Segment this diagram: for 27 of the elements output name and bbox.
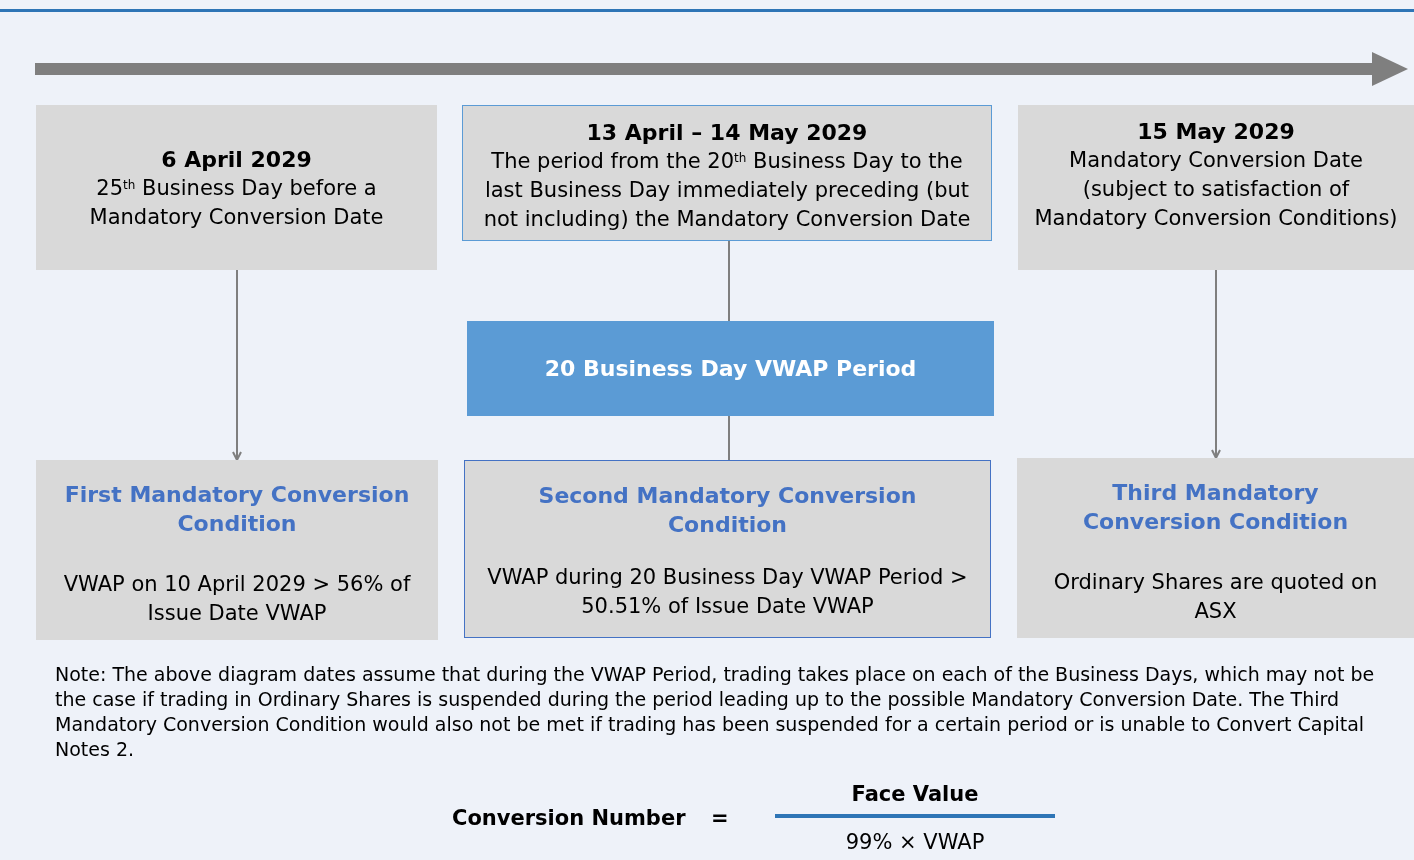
description-text: Mandatory Conversion Date (subject to satisfaction of Mandatory Conversion Conditions) <box>1033 147 1399 232</box>
date-box <box>1018 105 1414 270</box>
condition-box <box>1017 458 1414 638</box>
description-text: Ordinary Shares are quoted on ASX <box>1052 569 1379 625</box>
condition-title: Second Mandatory Conversion Condition <box>537 482 918 539</box>
condition-title: First Mandatory Conversion Condition <box>63 481 411 538</box>
connector-arrow <box>232 269 242 461</box>
box-title: 20 Business Day VWAP Period <box>543 354 918 383</box>
description-text: VWAP on 10 April 2029 > 56% of Issue Date VWAP <box>62 571 412 627</box>
equals-sign: = <box>711 805 729 832</box>
formula-term: Conversion Number <box>452 805 686 832</box>
numerator: Face Value <box>850 781 980 808</box>
connector-arrow <box>1211 269 1221 459</box>
condition-title: Third Mandatory Conversion Condition <box>1081 479 1350 536</box>
description-text: 25$^{th}$ Business Day before a Mandatory Conversion Date <box>88 175 385 231</box>
date-box <box>462 105 992 241</box>
note-text: Note: The above diagram dates assume that during the VWAP Period, trading takes place on each of the Business Days, which may not be the case if trading in Ordinary Shares is suspended during the period leading up to the possible Mandatory Conversion Date. The Third Mandatory Conversion Condition would also not be met if trading has been suspended for a certain period or is unable to Convert Capital Notes 2. <box>55 662 1376 762</box>
date-heading: 15 May 2029 <box>1137 118 1295 146</box>
date-heading: 13 April – 14 May 2029 <box>586 119 868 147</box>
date-heading: 6 April 2029 <box>161 146 312 174</box>
description-text: The period from the 20$^{th}$ Business Day to the last Business Day immediately preceding (but not including) the Mandatory Conversion Date <box>482 148 972 233</box>
date-box <box>36 105 437 270</box>
denominator: 99% × VWAP <box>844 829 986 856</box>
period-box <box>467 321 994 416</box>
condition-box <box>464 460 991 638</box>
description-text: VWAP during 20 Business Day VWAP Period > 50.51% of Issue Date VWAP <box>486 564 969 620</box>
condition-box <box>36 460 438 640</box>
